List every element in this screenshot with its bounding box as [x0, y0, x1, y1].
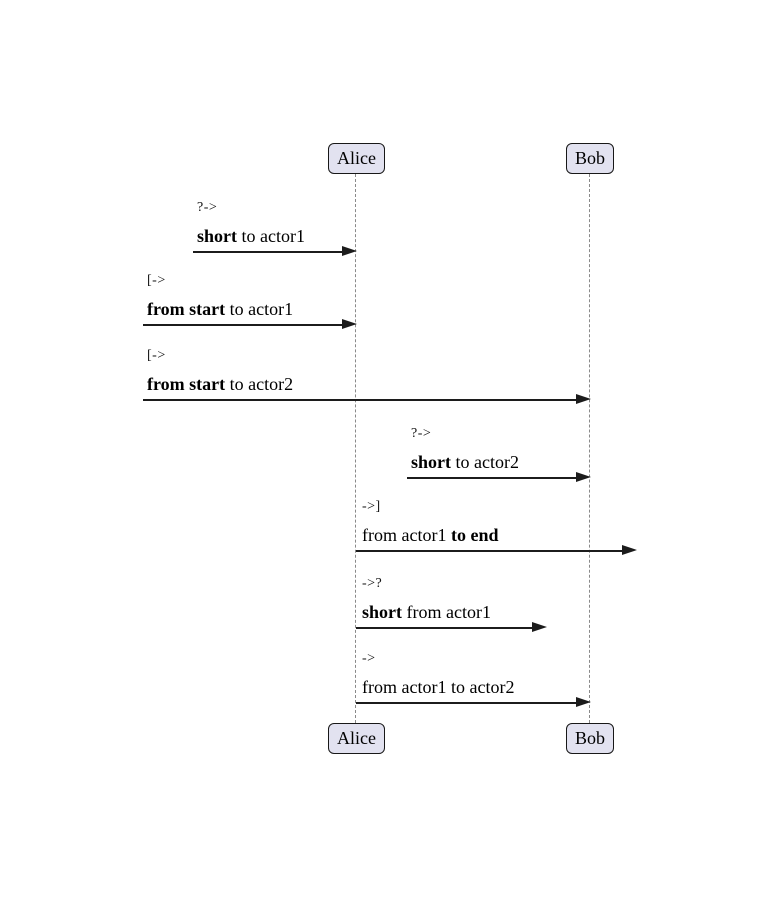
message-operator: ->	[362, 651, 376, 666]
message-label: from start to actor2	[147, 374, 293, 394]
message-label-part: short	[362, 602, 402, 622]
message-arrow-line	[356, 702, 578, 704]
actor-name: Bob	[574, 728, 605, 748]
lifeline-alice	[355, 174, 356, 723]
message-arrowhead	[622, 545, 637, 555]
message-operator: [->	[147, 348, 166, 363]
message-label-part: to end	[450, 525, 499, 545]
message-arrow-line	[143, 324, 344, 326]
actor-box-bob-top: Bob	[566, 143, 614, 174]
message-label-part: from actor1 to actor2	[362, 677, 515, 697]
message-arrow-line	[193, 251, 344, 253]
message-label-part: short	[197, 226, 237, 246]
message-label: short to actor1	[197, 226, 305, 246]
message-arrow-line	[143, 399, 578, 401]
message-arrowhead	[532, 622, 547, 632]
message-label-part: to actor1	[237, 226, 305, 246]
message-label-part: from actor1	[402, 602, 491, 622]
message-label: from start to actor1	[147, 299, 293, 319]
message-operator: ?->	[197, 200, 218, 215]
message-arrowhead	[342, 246, 357, 256]
message-arrowhead	[576, 472, 591, 482]
actor-box-alice-bottom: Alice	[328, 723, 385, 754]
actor-name: Alice	[337, 728, 376, 748]
message-label-part: from actor1	[362, 525, 451, 545]
message-arrow-line	[407, 477, 578, 479]
actor-name: Alice	[337, 148, 376, 168]
message-arrow-line	[356, 550, 624, 552]
message-arrowhead	[342, 319, 357, 329]
message-arrow-line	[356, 627, 534, 629]
message-operator: ?->	[411, 426, 432, 441]
message-operator: [->	[147, 273, 166, 288]
message-label: from actor1 to end	[362, 525, 498, 545]
message-label: from actor1 to actor2	[362, 677, 514, 697]
message-label-part: to actor1	[225, 299, 294, 319]
message-label-part: to actor2	[225, 374, 294, 394]
message-arrowhead	[576, 697, 591, 707]
message-operator: ->]	[362, 499, 381, 514]
message-arrowhead	[576, 394, 591, 404]
message-label-part: from start	[147, 299, 226, 319]
message-label-part: to actor2	[451, 452, 519, 472]
message-label: short to actor2	[411, 452, 519, 472]
lifeline-bob	[589, 174, 590, 723]
message-operator: ->?	[362, 576, 383, 591]
actor-name: Bob	[574, 148, 605, 168]
actor-box-alice-top: Alice	[328, 143, 385, 174]
message-label-part: from start	[147, 374, 226, 394]
message-label: short from actor1	[362, 602, 491, 622]
actor-box-bob-bottom: Bob	[566, 723, 614, 754]
message-label-part: short	[411, 452, 451, 472]
